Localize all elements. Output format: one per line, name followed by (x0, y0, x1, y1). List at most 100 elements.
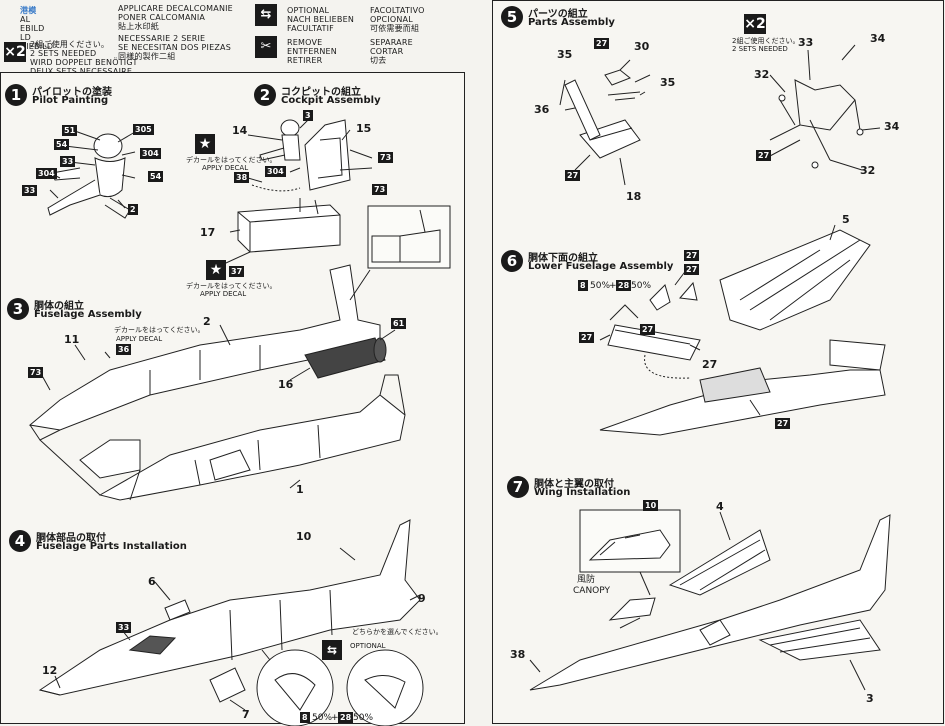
part-badge: 36 (116, 344, 132, 355)
legend-line: CORTAR (370, 47, 404, 56)
remove-icon: ✂ (255, 36, 277, 58)
legend-line: NECESSARIE 2 SERIE (118, 34, 206, 43)
part-label: 11 (64, 333, 80, 346)
legend-line: 切去 (370, 56, 387, 65)
part-badge: 54 (148, 171, 164, 182)
step-title-en-5: Parts Assembly (528, 17, 615, 28)
legend-line: ENTFERNEN (287, 47, 337, 56)
canopy-label-en: CANOPY (573, 586, 610, 596)
decal-note-jp: デカールをはってください。 (186, 282, 277, 290)
legend-line: APPLICARE DECALCOMANIE (118, 4, 233, 13)
step-title-en-6: Lower Fuselage Assembly (528, 261, 674, 272)
legend-line: 可依需要而組 (370, 24, 420, 33)
optional-note-jp: どちらかを選んでください。 (352, 628, 443, 636)
legend-line: DEUX SETS NECESSAIRE (30, 67, 138, 76)
legend-line: 2 SETS NEEDED (30, 49, 97, 58)
step-number-4: 4 (9, 530, 31, 552)
step-number-7: 7 (507, 476, 529, 498)
part-badge: 27 (775, 418, 791, 429)
legend-left-2: 2組ご使用ください。 2 SETS NEEDED WIRD DOPPELT BE… (30, 40, 138, 76)
mix-plus: + (609, 281, 617, 291)
legend-line: SEPARARE (370, 38, 413, 47)
part-label: 14 (232, 124, 248, 137)
part-badge: 61 (391, 318, 407, 329)
part-label: 2 (203, 315, 211, 328)
mix-percent: 50% (590, 281, 611, 291)
step-title-en-7: Wing Installation (534, 487, 631, 498)
part-badge: 73 (378, 152, 394, 163)
legend-line: REMOVE (287, 38, 323, 47)
step-title-jp-5: パーツの組立 (528, 9, 588, 20)
legend-mid: APPLICARE DECALCOMANIE PONER CALCOMANIA … (118, 4, 233, 31)
right-panel (492, 0, 944, 724)
legend-line: 貼上水印紙 (118, 22, 159, 31)
part-badge: 304 (140, 148, 161, 159)
x2-note-jp: 2組ご使用ください。 (732, 37, 800, 45)
legend-line: AL (20, 15, 31, 24)
part-badge: 27 (640, 324, 656, 335)
part-label: 35 (557, 48, 573, 61)
legend-line: SE NECESITAN DOS PIEZAS (118, 43, 232, 52)
part-label: 4 (716, 500, 724, 513)
part-label: 7 (242, 708, 250, 721)
part-badge: 33 (60, 156, 76, 167)
mix-percent: 50% (631, 281, 652, 291)
legend-line: 同樣的製作二組 (118, 52, 176, 61)
part-label: 16 (278, 378, 294, 391)
part-label: 34 (884, 120, 900, 133)
legend-line: OPCIONAL (370, 15, 413, 24)
watermark: 港模 (20, 6, 37, 15)
part-label: 6 (148, 575, 156, 588)
decal-note-jp: デカールをはってください。 (186, 156, 277, 164)
legend-line: FACULTATIF (287, 24, 334, 33)
legend-right-2b: SEPARARE CORTAR 切去 (370, 38, 413, 65)
part-label: 36 (534, 103, 550, 116)
part-badge: 28 (338, 712, 354, 723)
mix-plus: + (331, 713, 339, 723)
decal-note-jp: デカールをはってください。 (114, 326, 205, 334)
part-badge: 37 (229, 266, 245, 277)
legend-line: PONER CALCOMANIA (118, 13, 206, 22)
part-label: 9 (418, 592, 426, 605)
canopy-label-jp: 風防 (577, 575, 596, 585)
part-badge: 2 (128, 204, 138, 215)
legend-right-b: FACOLTATIVO OPCIONAL 可依需要而組 (370, 6, 425, 33)
step-number-2: 2 (254, 84, 276, 106)
decal-star-icon: ★ (195, 134, 215, 154)
part-badge: 33 (116, 622, 132, 633)
legend-line: OPTIONAL (287, 6, 330, 15)
part-label: 12 (42, 664, 58, 677)
part-badge: 10 (643, 500, 659, 511)
step-number-1: 1 (5, 84, 27, 106)
part-badge: 73 (28, 367, 44, 378)
part-label: 35 (660, 76, 676, 89)
part-badge: 8 (578, 280, 588, 291)
legend-line: LD (20, 33, 32, 42)
part-badge: 51 (62, 125, 78, 136)
part-badge: 305 (133, 124, 154, 135)
optional-icon: ⇆ (322, 640, 342, 660)
part-label: 30 (634, 40, 650, 53)
mix-percent: 50% (312, 713, 333, 723)
part-badge: 27 (684, 250, 700, 261)
step-title-jp-6: 胴体下面の組立 (528, 253, 598, 264)
legend-line: HIEBILD (20, 42, 54, 51)
part-badge: 54 (54, 139, 70, 150)
decal-star-icon: ★ (206, 260, 226, 280)
part-badge: 28 (616, 280, 632, 291)
step-title-en-1: Pilot Painting (32, 95, 109, 106)
step-number-5: 5 (501, 6, 523, 28)
part-badge: 33 (22, 185, 38, 196)
legend-line: NACH BELIEBEN (287, 15, 355, 24)
part-badge: 304 (36, 168, 57, 179)
mix-percent: 50% (353, 713, 374, 723)
optional-note-en: OPTIONAL (350, 642, 386, 650)
step-title-jp-3: 胴体の組立 (34, 301, 84, 312)
step-title-jp-2: コクピットの組立 (281, 87, 361, 98)
legend-line: WIRD DOPPELT BENÖTIGT (30, 58, 138, 67)
optional-icon: ⇆ (255, 4, 277, 26)
part-label: 18 (626, 190, 642, 203)
x2-note-en: 2 SETS NEEDED (732, 45, 788, 53)
decal-note-en: APPLY DECAL (200, 290, 247, 298)
